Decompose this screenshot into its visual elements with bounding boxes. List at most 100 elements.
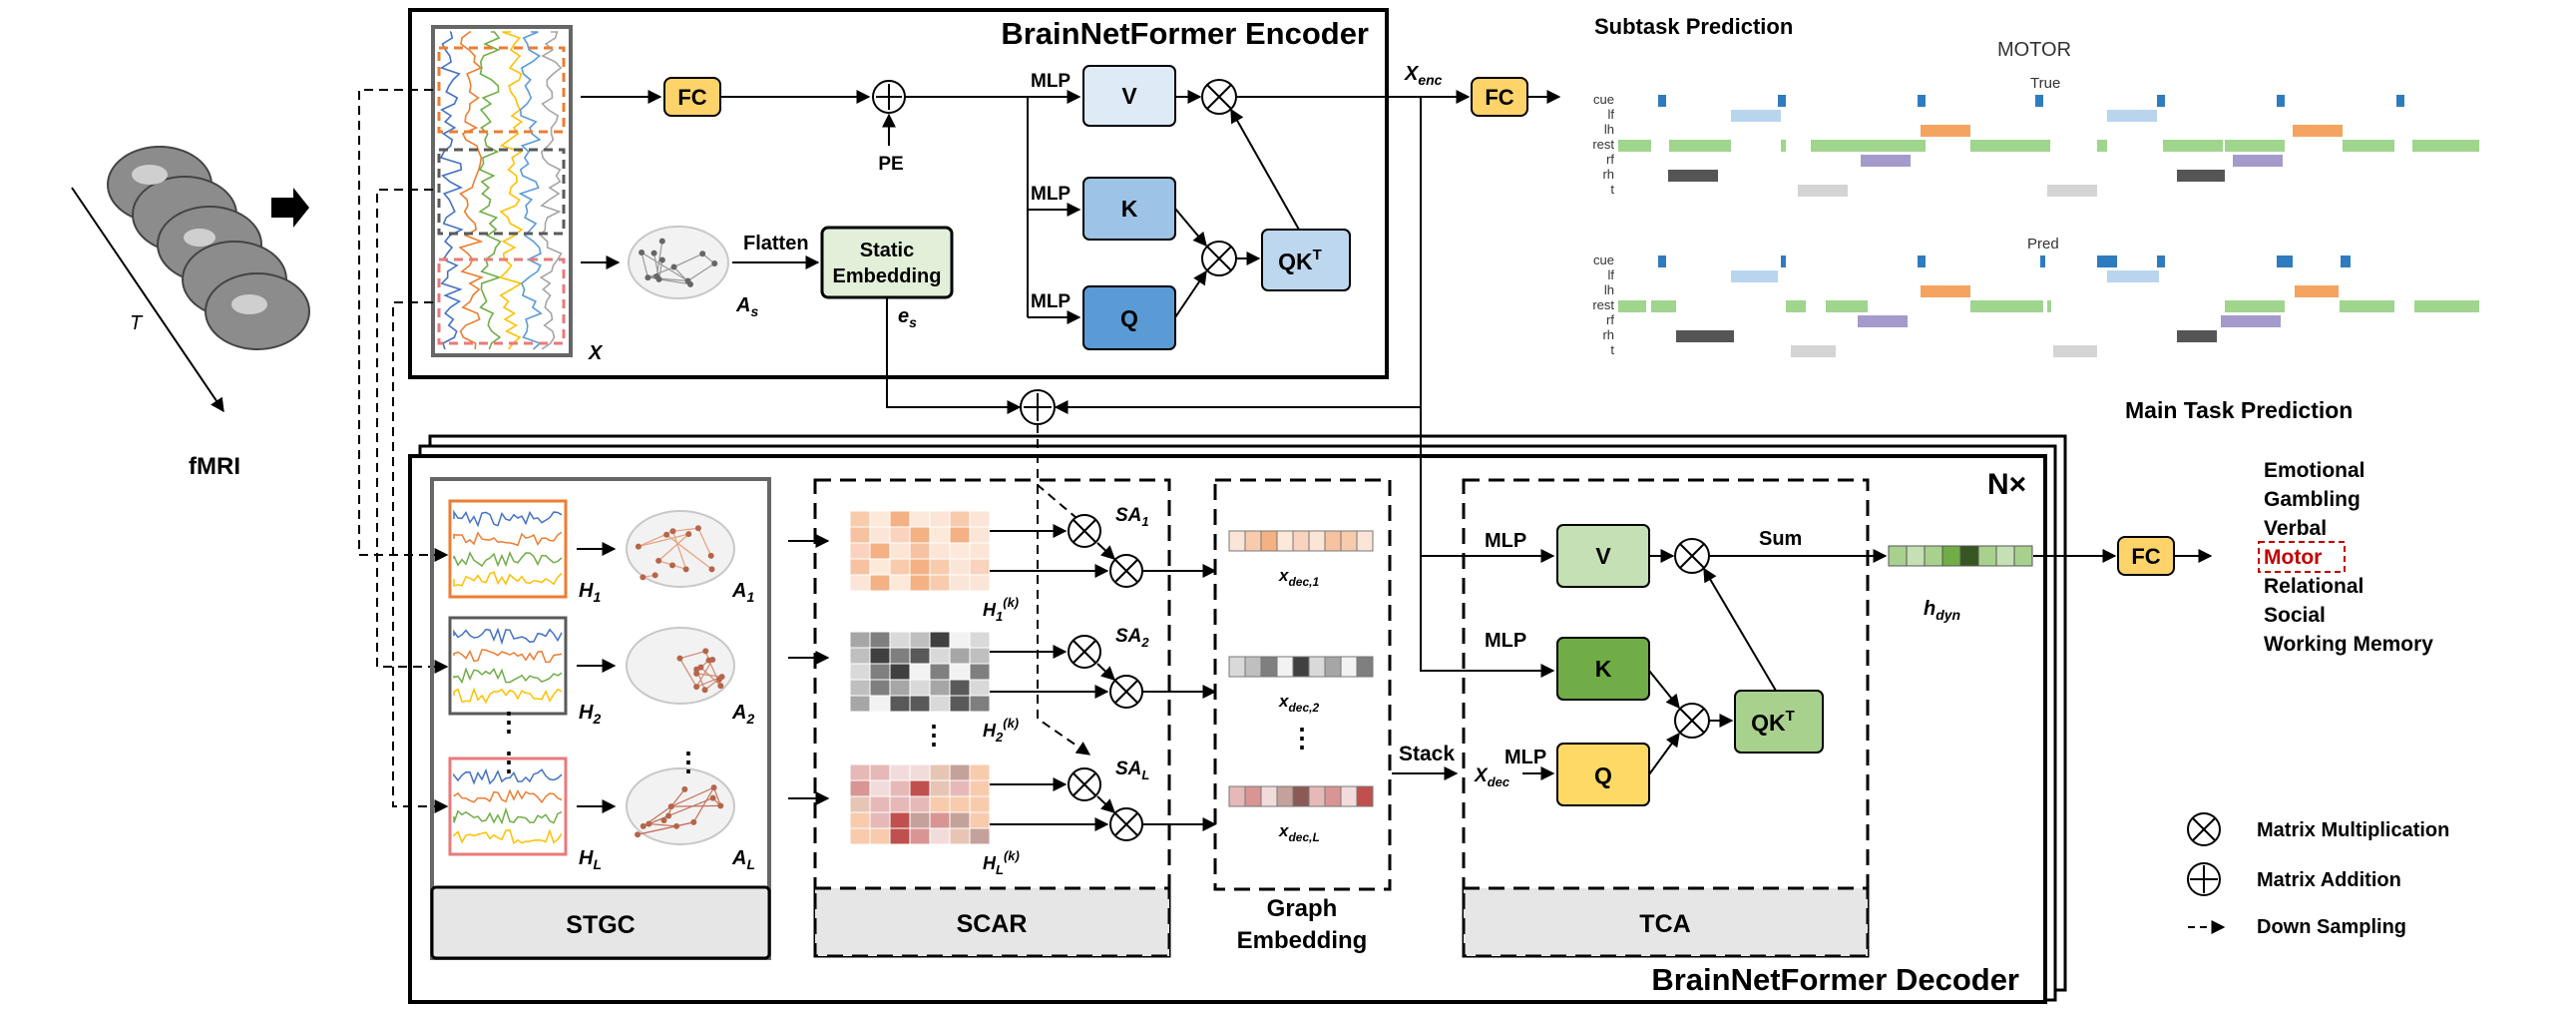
es-label: es bbox=[898, 305, 917, 330]
subtask-segment-true bbox=[2396, 95, 2404, 107]
static-embedding-line2: Embedding bbox=[833, 265, 942, 287]
subtask-segment-true bbox=[2035, 95, 2043, 107]
stgc-label-box bbox=[430, 885, 771, 960]
legend: Matrix Multiplication Matrix Addition Do… bbox=[2187, 812, 2449, 938]
enc-qkt-label: QKT bbox=[1278, 247, 1322, 274]
ge-vector-cell bbox=[1308, 785, 1326, 807]
ge-vector-cell bbox=[1228, 656, 1246, 678]
ge-xdec-label: xdec,L bbox=[1278, 821, 1320, 844]
stgc-signal-trace bbox=[453, 806, 563, 825]
subtask-segment-true bbox=[2177, 170, 2225, 182]
scar-heatmap-cell bbox=[929, 695, 951, 713]
scar-heatmap-cell bbox=[969, 779, 991, 797]
stgc-signal-trace bbox=[453, 509, 563, 528]
scar-heatmap-cell bbox=[869, 811, 891, 829]
window-2-highlight bbox=[437, 148, 566, 236]
scar-heatmap-cell bbox=[909, 763, 931, 781]
subtask-segment-true bbox=[2097, 140, 2107, 152]
scar-mult-icon bbox=[1109, 554, 1143, 588]
encoder-fc-label: FC bbox=[677, 85, 706, 110]
hdyn-cell bbox=[1888, 545, 1908, 567]
subtask-segment-pred bbox=[1826, 300, 1868, 312]
scar-ellipsis: ⋮ bbox=[921, 720, 947, 750]
subtask-segment-pred bbox=[2340, 300, 2394, 312]
stgc-a-label: A2 bbox=[731, 702, 754, 727]
window-l-highlight bbox=[437, 257, 566, 345]
encoder-box bbox=[408, 8, 1389, 379]
subtask-row-label-true: rh bbox=[1602, 167, 1614, 182]
scar-heatmap-cell bbox=[949, 779, 971, 797]
scar-heatmap-cell bbox=[849, 542, 871, 560]
scar-heatmap-cell bbox=[909, 574, 931, 592]
scar-mult-icon bbox=[1068, 635, 1101, 669]
ge-vector-cell bbox=[1228, 530, 1246, 552]
ge-vector-cell bbox=[1356, 530, 1374, 552]
main-task-title: Main Task Prediction bbox=[2125, 397, 2353, 423]
subtask-segment-pred bbox=[1970, 300, 2043, 312]
scar-heatmap-cell bbox=[969, 647, 991, 665]
stgc-label: STGC bbox=[566, 911, 635, 939]
scar-heatmap-cell bbox=[909, 779, 931, 797]
scar-arrow bbox=[1096, 663, 1116, 681]
stgc-ellipsis: ⋮ bbox=[675, 747, 701, 776]
subtask-segment-pred bbox=[2221, 315, 2281, 327]
tca-label-box bbox=[1462, 886, 1870, 958]
ge-vector-cell bbox=[1244, 656, 1262, 678]
scar-mult-icon bbox=[1068, 767, 1101, 801]
dec-mlp-k-label: MLP bbox=[1485, 630, 1526, 652]
subtask-segment-true bbox=[1778, 95, 1786, 107]
scar-heatmap-cell bbox=[949, 526, 971, 544]
graph-embedding-panel bbox=[1213, 478, 1392, 891]
ge-xdec-label: xdec,1 bbox=[1278, 566, 1319, 589]
subtask-segment-true bbox=[1781, 140, 1786, 152]
ge-vector-cell bbox=[1308, 656, 1326, 678]
scar-heatmap-cell bbox=[929, 679, 951, 697]
scar-heatmap-cell bbox=[949, 510, 971, 528]
scar-hk-label: HL(k) bbox=[983, 848, 1020, 877]
scar-heatmap-cell bbox=[889, 663, 911, 681]
ge-vector-cell bbox=[1292, 530, 1310, 552]
subtask-segment-true bbox=[1921, 125, 1970, 137]
scar-heatmap-cell bbox=[929, 542, 951, 560]
subtask-segment-pred bbox=[2295, 285, 2339, 297]
subtask-segment-true bbox=[1798, 185, 1848, 197]
main-task-class-label: Emotional bbox=[2264, 459, 2365, 482]
legend-add-icon bbox=[2187, 862, 2221, 896]
scar-heatmap-cell bbox=[889, 763, 911, 781]
hdyn-cell bbox=[1977, 545, 1997, 567]
scar-heatmap-cell bbox=[909, 542, 931, 560]
subtask-segment-true bbox=[2225, 140, 2285, 152]
stgc-signal-trace bbox=[453, 828, 563, 845]
scar-heatmap-cell bbox=[889, 574, 911, 592]
scar-sa-label: SAL bbox=[1115, 758, 1149, 782]
stgc-signal-trace bbox=[453, 627, 563, 646]
scar-hk-label: H2(k) bbox=[983, 716, 1019, 745]
subtask-row-label-true: rest bbox=[1592, 137, 1614, 152]
scar-heatmap-cell bbox=[849, 510, 871, 528]
dec-v-label: V bbox=[1595, 543, 1611, 569]
subtask-row-label-true: cue bbox=[1593, 92, 1614, 107]
scar-heatmap-cell bbox=[909, 526, 931, 544]
subtask-row-label-pred: lh bbox=[1604, 282, 1614, 297]
subtask-segment-pred bbox=[2177, 330, 2217, 342]
subtask-segment-pred bbox=[2097, 255, 2117, 267]
dec-mult-icon-2 bbox=[1674, 703, 1710, 739]
dec-q-label: Q bbox=[1594, 762, 1612, 788]
scar-heatmap-cell bbox=[969, 763, 991, 781]
scar-hk-label: H1(k) bbox=[983, 595, 1019, 624]
stgc-signal-trace bbox=[453, 788, 563, 804]
scar-heatmap-cell bbox=[889, 542, 911, 560]
scar-heatmap-cell bbox=[849, 574, 871, 592]
pe-label: PE bbox=[878, 154, 903, 175]
scar-arrow bbox=[1096, 795, 1116, 813]
subtask-segment-true bbox=[1658, 95, 1666, 107]
subtask-segment-true bbox=[2157, 95, 2165, 107]
brain-graph-icon bbox=[626, 627, 735, 705]
scar-heatmap-cell bbox=[869, 647, 891, 665]
hdyn-cell bbox=[1924, 545, 1943, 567]
dec-qkt-label: QKT bbox=[1751, 708, 1795, 736]
scar-heatmap-cell bbox=[869, 526, 891, 544]
encoder-out-fc-label: FC bbox=[1485, 85, 1513, 110]
subtask-segment-pred bbox=[1676, 330, 1734, 342]
